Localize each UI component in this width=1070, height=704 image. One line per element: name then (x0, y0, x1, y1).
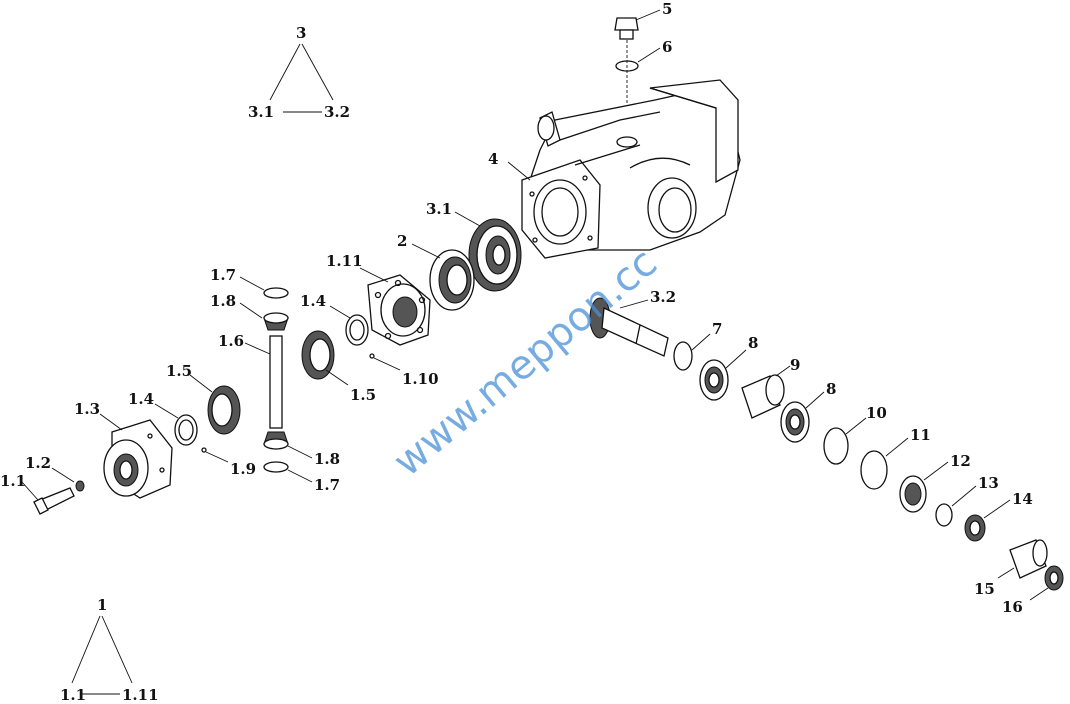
part-3-2-pinion-shaft (589, 297, 669, 357)
part-10-shim (823, 417, 867, 465)
part-1-6-cross-shaft (244, 335, 283, 429)
callout-1-5-right: 1.5 (350, 386, 376, 404)
part-2-bearing (411, 243, 475, 311)
callout-10: 10 (866, 404, 887, 422)
part-1-8-lower-pinion (263, 431, 313, 459)
callout-1-1: 1.1 (0, 472, 26, 490)
part-1-7-lower-washer (263, 461, 313, 483)
part-4-gear-housing (507, 79, 741, 259)
part-9-spacer-sleeve (741, 365, 791, 419)
callout-12: 12 (950, 452, 971, 470)
part-1-4-lower-thrust-washer (154, 403, 198, 446)
part-3-1-crown-gear (454, 211, 522, 292)
callout-1-4-upper: 1.4 (300, 292, 326, 310)
part-12-oil-seal (899, 461, 949, 513)
tree3-left-label: 3.1 (248, 103, 274, 121)
callout-1-10: 1.10 (402, 370, 439, 388)
callout-1-5-left: 1.5 (166, 362, 192, 380)
callout-6: 6 (662, 38, 672, 56)
callout-1-9: 1.9 (230, 460, 256, 478)
callout-4: 4 (488, 150, 498, 168)
part-11-circlip (860, 437, 909, 490)
part-7-circlip (673, 333, 711, 371)
tree1-parent-label: 1 (97, 596, 107, 614)
callout-8-b: 8 (826, 380, 836, 398)
callout-3-2: 3.2 (650, 288, 676, 306)
part-15-sleeve (997, 539, 1048, 579)
part-1-7-upper-washer (239, 276, 289, 299)
callout-8-a: 8 (748, 334, 758, 352)
assembly-tree-3: 3 3.1 3.2 (248, 24, 350, 121)
callout-1-7-upper: 1.7 (210, 266, 236, 284)
callout-1-8-lower: 1.8 (314, 450, 340, 468)
callout-1-11: 1.11 (326, 252, 363, 270)
tree3-right-label: 3.2 (324, 103, 350, 121)
part-1-5-right-side-gear (301, 330, 349, 386)
part-1-8-upper-pinion (239, 302, 289, 331)
callout-7: 7 (712, 320, 722, 338)
assembly-tree-1: 1 1.1 1.11 (60, 596, 159, 704)
part-8-bearing-b (780, 391, 825, 443)
part-1-10-pin (369, 353, 401, 371)
watermark-text: www.meppon.cc (385, 240, 666, 486)
tree3-parent-label: 3 (296, 24, 306, 42)
callout-1-8-upper: 1.8 (210, 292, 236, 310)
callout-13: 13 (978, 474, 999, 492)
part-8-bearing-a (699, 349, 747, 401)
part-6-washer (615, 40, 661, 140)
callout-11: 11 (910, 426, 931, 444)
callout-1-6: 1.6 (218, 332, 244, 350)
part-1-3-diff-case (99, 413, 173, 499)
part-1-4-upper-thrust-washer (329, 305, 369, 346)
part-1-2-lock-washer (51, 467, 85, 492)
callout-1-7-lower: 1.7 (314, 476, 340, 494)
callout-3-1: 3.1 (426, 200, 452, 218)
callout-16: 16 (1002, 598, 1023, 616)
callout-labels: 5 6 4 3.1 2 1.11 1.7 1.8 1.4 1.6 1.5 1.5… (0, 0, 1033, 616)
tree1-left-label: 1.1 (60, 686, 86, 704)
callout-1-3: 1.3 (74, 400, 100, 418)
callout-2: 2 (397, 232, 407, 250)
callout-15: 15 (974, 580, 995, 598)
callout-1-4-lower: 1.4 (128, 390, 154, 408)
part-16-end-nut (1029, 565, 1064, 601)
tree1-right-label: 1.11 (122, 686, 159, 704)
part-14-nut (964, 499, 1011, 542)
callout-9: 9 (790, 356, 800, 374)
part-1-9-pin (201, 447, 229, 463)
part-13-o-ring (935, 485, 977, 527)
part-1-11-diff-cover (359, 267, 431, 346)
part-1-1-bolt (21, 481, 75, 515)
callout-14: 14 (1012, 490, 1033, 508)
callout-5: 5 (662, 0, 672, 18)
part-5-plug-bolt (614, 9, 661, 40)
part-1-5-left-side-gear (189, 374, 241, 435)
callout-1-2: 1.2 (25, 454, 51, 472)
